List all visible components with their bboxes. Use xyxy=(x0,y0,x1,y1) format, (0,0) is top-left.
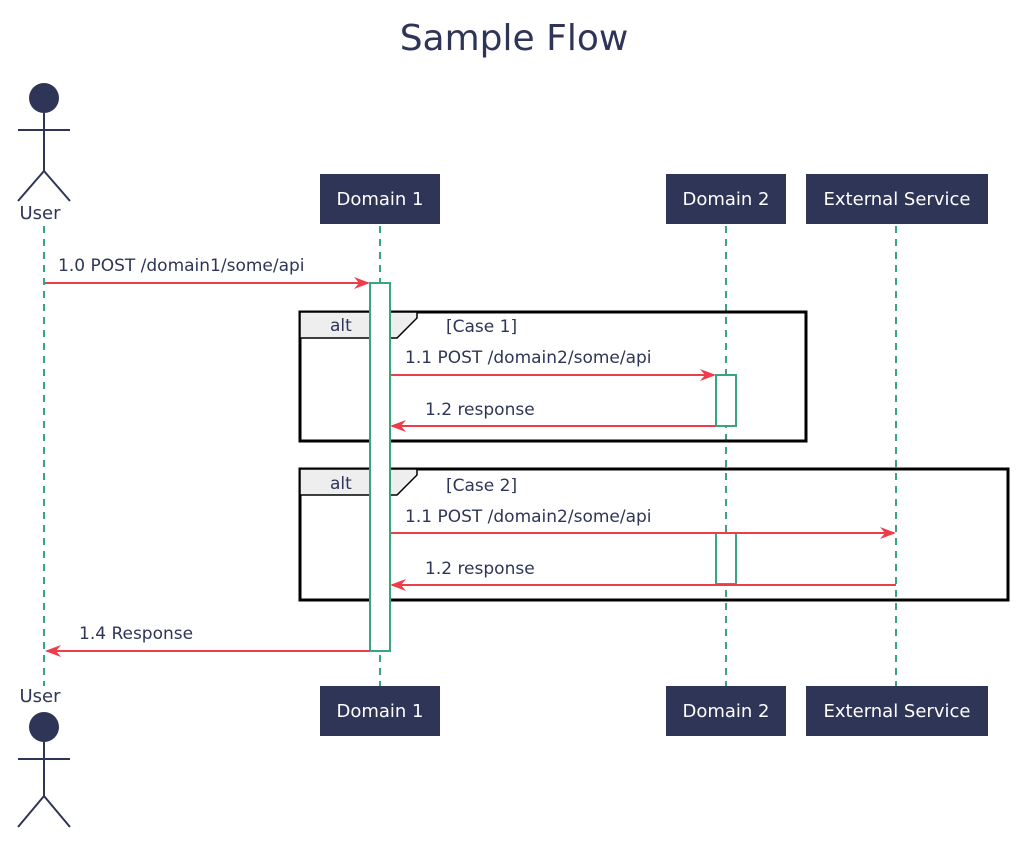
user-actor-label-top: User xyxy=(19,203,61,224)
alt-fragment-frame-2 xyxy=(298,467,1010,602)
alt-fragment-label-1: alt xyxy=(330,316,352,336)
alt-fragment-tab-2 xyxy=(299,468,418,496)
activation-bar-domain-1 xyxy=(369,282,391,652)
participant-box-domain-1-bottom: Domain 1 xyxy=(320,686,440,736)
user-actor-icon-top xyxy=(17,83,71,202)
participant-box-external-service-bottom: External Service xyxy=(806,686,988,736)
message-label-4: 1.1 POST /domain2/some/api xyxy=(405,507,652,527)
alt-fragment-guard-1: [Case 1] xyxy=(446,317,518,337)
message-label-6: 1.4 Response xyxy=(79,624,194,644)
activation-bar-domain-2-case-2 xyxy=(715,532,737,585)
message-label-2: 1.1 POST /domain2/some/api xyxy=(405,348,652,368)
participant-box-external-service-top: External Service xyxy=(806,174,988,224)
participant-box-domain-2-bottom: Domain 2 xyxy=(666,686,786,736)
message-label-3: 1.2 response xyxy=(425,400,535,420)
alt-fragment-tab-1 xyxy=(299,311,418,339)
activation-bar-domain-2-case-1 xyxy=(715,374,737,427)
participant-box-domain-1-top: Domain 1 xyxy=(320,174,440,224)
message-label-1: 1.0 POST /domain1/some/api xyxy=(58,256,305,276)
participant-box-domain-2-top: Domain 2 xyxy=(666,174,786,224)
diagram-title: Sample Flow xyxy=(399,18,629,59)
alt-fragment-label-2: alt xyxy=(330,474,352,494)
message-label-5: 1.2 response xyxy=(425,559,535,579)
alt-fragment-guard-2: [Case 2] xyxy=(446,476,518,496)
user-actor-icon-bottom xyxy=(17,712,71,828)
alt-fragment-frame-1 xyxy=(298,310,808,443)
user-actor-label-bottom: User xyxy=(19,686,61,707)
